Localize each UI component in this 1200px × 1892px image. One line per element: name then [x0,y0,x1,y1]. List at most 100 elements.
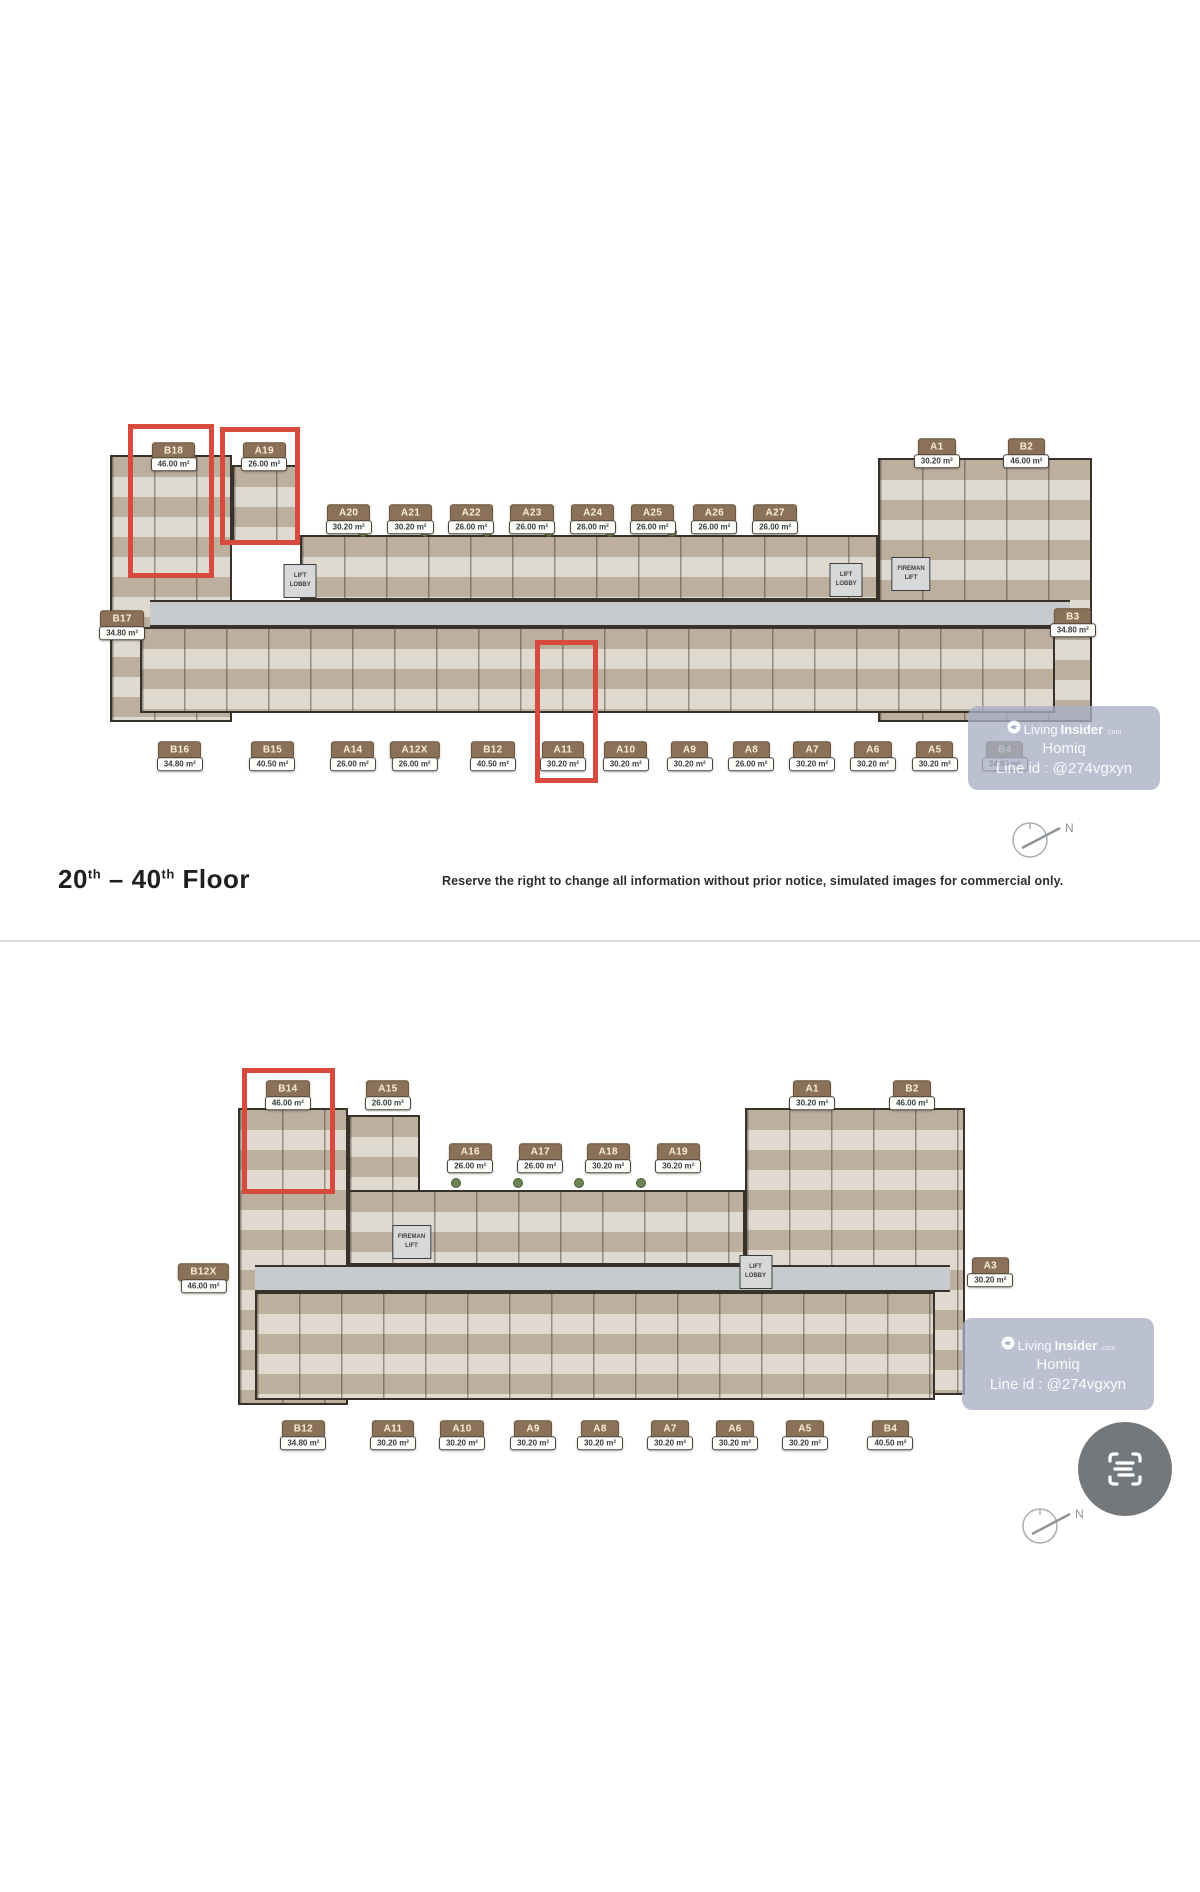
unit-id: A9 [514,1420,552,1438]
unit-area: 26.00 m² [509,519,556,534]
unit-area: 30.20 m² [666,756,713,771]
unit-area: 30.20 m² [387,519,434,534]
unit-id: B4 [871,1420,910,1438]
livinginsider-logo-icon [1001,1336,1015,1349]
unit-id: A21 [388,504,433,522]
unit-id: A7 [793,741,831,759]
unit-id: A1 [918,438,956,456]
unit-area: 26.00 m² [752,519,799,534]
unit-area: 26.00 m² [391,756,438,771]
livinginsider-logo-icon [1007,720,1021,733]
unit-id: A11 [541,741,585,759]
unit-area: 46.00 m² [1003,453,1050,468]
highlight-box [535,640,598,783]
unit-area: 30.20 m² [911,756,958,771]
unit-id: A12X [389,741,440,759]
lift-label: LIFT LOBBY [829,563,863,598]
unit-area: 26.00 m² [728,756,775,771]
unit-id: A9 [670,741,709,759]
disclaimer-text: Reserve the right to change all informat… [442,874,1064,888]
unit-area: 30.20 m² [585,1158,632,1173]
unit-id: B3 [1054,608,1092,626]
unit-id: B2 [1007,438,1046,456]
unit-id: A25 [630,504,675,522]
unit-area: 34.80 m² [1049,623,1096,638]
highlight-box [219,427,301,545]
unit-id: A20 [327,504,371,522]
plant-icon [450,1177,461,1188]
svg-text:N: N [1075,1507,1084,1521]
unit-area: 30.20 m² [576,1435,624,1450]
unit-area: 26.00 m² [691,519,738,534]
unit-id: A8 [581,1420,619,1438]
unit-id: A17 [518,1143,562,1161]
scan-button[interactable] [1078,1422,1172,1516]
unit-id: B2 [893,1080,931,1098]
unit-area: 30.20 m² [781,1435,828,1450]
unit-id: A16 [448,1143,492,1161]
unit-area: 40.50 m² [469,756,516,771]
unit-area: 46.00 m² [264,1095,311,1110]
unit-area: 46.00 m² [150,457,197,472]
unit-id: A23 [510,504,554,522]
unit-id: B12 [471,741,515,759]
unit-area: 30.20 m² [711,1435,758,1450]
floor-range-caption: 20th – 40th Floor [58,864,251,894]
unit-area: 26.00 m² [517,1158,564,1173]
highlight-box [241,1068,336,1194]
scan-icon [1108,1452,1142,1486]
unit-id: A14 [331,741,375,759]
unit-area: 30.20 m² [539,756,586,771]
unit-id: A18 [586,1143,630,1161]
unit-area: 30.20 m² [789,1095,836,1110]
plant-icon [574,1177,585,1188]
unit-area: 26.00 m² [629,519,676,534]
unit-id: B12X [178,1263,229,1281]
unit-area: 34.80 m² [99,625,146,640]
unit-area: 30.20 m² [655,1158,702,1173]
unit-area: 30.20 m² [849,756,896,771]
unit-id: A8 [732,741,771,759]
unit-area: 26.00 m² [448,519,495,534]
compass-north-icon: N [1012,821,1074,858]
unit-area: 30.20 m² [325,519,372,534]
building-top-row [300,534,879,601]
unit-area: 30.20 m² [789,756,836,771]
unit-id: A24 [571,504,615,522]
unit-id: A27 [753,504,797,522]
building-bottom-row [254,1292,935,1400]
unit-area: 30.20 m² [510,1435,557,1450]
building-corridor [254,1265,951,1292]
